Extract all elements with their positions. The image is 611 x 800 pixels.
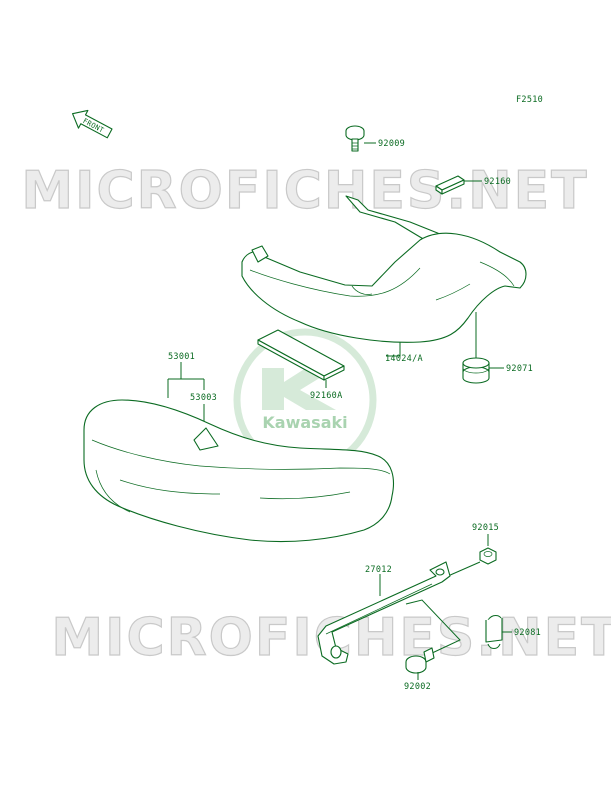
part-label-92071: 92071 [506,364,533,374]
logo-brand-text: Kawasaki [262,413,347,432]
watermark-text-top: MICROFICHES.NET [21,161,588,221]
watermark-top: MICROFICHES.NET [21,160,588,221]
part-92160A-pad [257,329,345,381]
part-92160-pad [435,175,465,195]
part-92009-bolt [345,125,365,152]
part-label-92002: 92002 [404,682,431,692]
part-label-14024A: 14024/A [385,354,423,364]
part-label-27012: 27012 [365,565,392,575]
part-label-53003: 53003 [190,393,217,403]
part-27012-bracket [317,561,451,665]
figure-code: F2510 [516,95,543,105]
part-92071-grommet [462,357,490,384]
part-label-92015: 92015 [472,523,499,533]
part-label-53001: 53001 [168,352,195,362]
part-92002-bolt [405,647,435,674]
part-label-92009: 92009 [378,139,405,149]
front-arrow-icon: FRONT [72,109,113,139]
part-label-92081: 92081 [514,628,541,638]
part-14024A-rear-cowl [241,195,527,343]
part-92081-spring [485,614,503,650]
part-label-92160: 92160 [484,177,511,187]
part-92015-nut [479,547,497,565]
part-label-92160A: 92160A [310,391,343,401]
part-53001-seat [83,399,395,543]
